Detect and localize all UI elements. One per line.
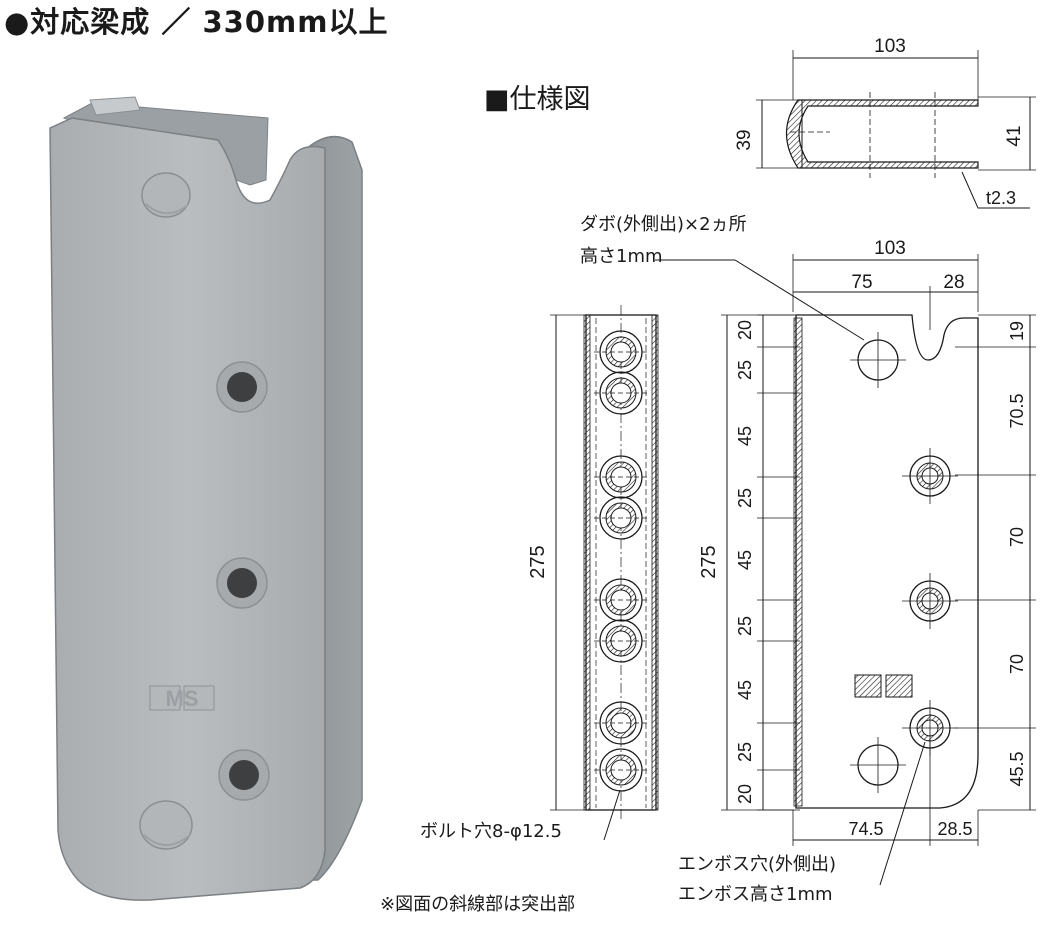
front-holes <box>850 332 958 793</box>
side-view <box>550 305 659 820</box>
emboss-height-label: エンボス高さ1mm <box>678 884 833 905</box>
top-view <box>756 50 1036 209</box>
dim-v-45b: 45 <box>735 550 755 570</box>
bolt-hole <box>594 578 648 622</box>
bolt-hole <box>594 371 648 415</box>
dim-v-20a: 20 <box>735 320 755 340</box>
main-face <box>49 117 326 901</box>
spec-diagram-title: ■仕様図 <box>484 84 591 115</box>
emboss-hole-mark <box>902 448 958 504</box>
emboss-hole <box>218 749 270 801</box>
dim-front-width: 103 <box>874 238 906 259</box>
front-view <box>603 254 1036 886</box>
dowel-top <box>141 172 191 218</box>
page-title: ●対応梁成 ／ 330mm以上 <box>4 5 389 39</box>
top-lip <box>89 96 141 116</box>
side-bolt-holes <box>594 330 648 792</box>
dim-side-height: 275 <box>527 545 549 578</box>
dim-v-25c: 25 <box>735 616 755 636</box>
dim-r-70b: 70 <box>1007 654 1027 674</box>
dim-top-right-height: 41 <box>1004 125 1025 146</box>
dim-front-height: 275 <box>698 545 720 578</box>
hatch-note: ※図面の斜線部は突出部 <box>380 894 576 915</box>
bolt-hole <box>594 619 648 663</box>
dim-r-19: 19 <box>1007 321 1027 341</box>
bolt-hole <box>594 330 648 374</box>
dim-top-left-height: 39 <box>734 129 755 150</box>
bolt-hole <box>594 748 648 792</box>
emboss-hole <box>216 557 268 609</box>
emboss-hole-mark <box>902 700 958 756</box>
dim-thickness: t2.3 <box>986 188 1016 208</box>
emboss-hole-label: エンボス穴(外側出) <box>678 854 837 875</box>
dim-v-25a: 25 <box>735 360 755 380</box>
dowel-mark <box>850 737 906 793</box>
dim-r-70-5: 70.5 <box>1007 393 1027 428</box>
bolt-hole-label: ボルト穴8-φ12.5 <box>420 821 562 842</box>
dim-r-70a: 70 <box>1007 527 1027 547</box>
front-logo <box>854 674 913 698</box>
bolt-hole <box>594 701 648 745</box>
dim-v-25d: 25 <box>735 742 755 762</box>
logo-text: MS <box>166 686 199 711</box>
dowel-label: ダボ(外側出)×2ヵ所 <box>580 214 747 235</box>
dim-v-25b: 25 <box>735 488 755 508</box>
dim-front-75: 75 <box>851 272 872 293</box>
dowel-height-label: 高さ1mm <box>580 246 663 267</box>
emboss-hole-mark <box>902 573 958 629</box>
dim-v-20b: 20 <box>735 784 755 804</box>
dim-bottom-74-5: 74.5 <box>848 819 883 839</box>
bolt-hole <box>594 496 648 540</box>
dim-v-45c: 45 <box>735 680 755 700</box>
dowel-mark <box>850 332 906 388</box>
dim-top-width: 103 <box>874 36 906 57</box>
bolt-hole <box>594 455 648 499</box>
dowel-bottom <box>139 800 193 850</box>
product-illustration: MS <box>49 96 363 901</box>
emboss-hole <box>216 361 268 413</box>
dim-r-45-5: 45.5 <box>1007 751 1027 786</box>
dim-front-28: 28 <box>943 272 964 293</box>
logo-emboss: MS <box>149 685 215 711</box>
dim-bottom-28-5: 28.5 <box>937 819 972 839</box>
front-dimension-ticks <box>757 314 800 811</box>
dim-v-45a: 45 <box>735 426 755 446</box>
